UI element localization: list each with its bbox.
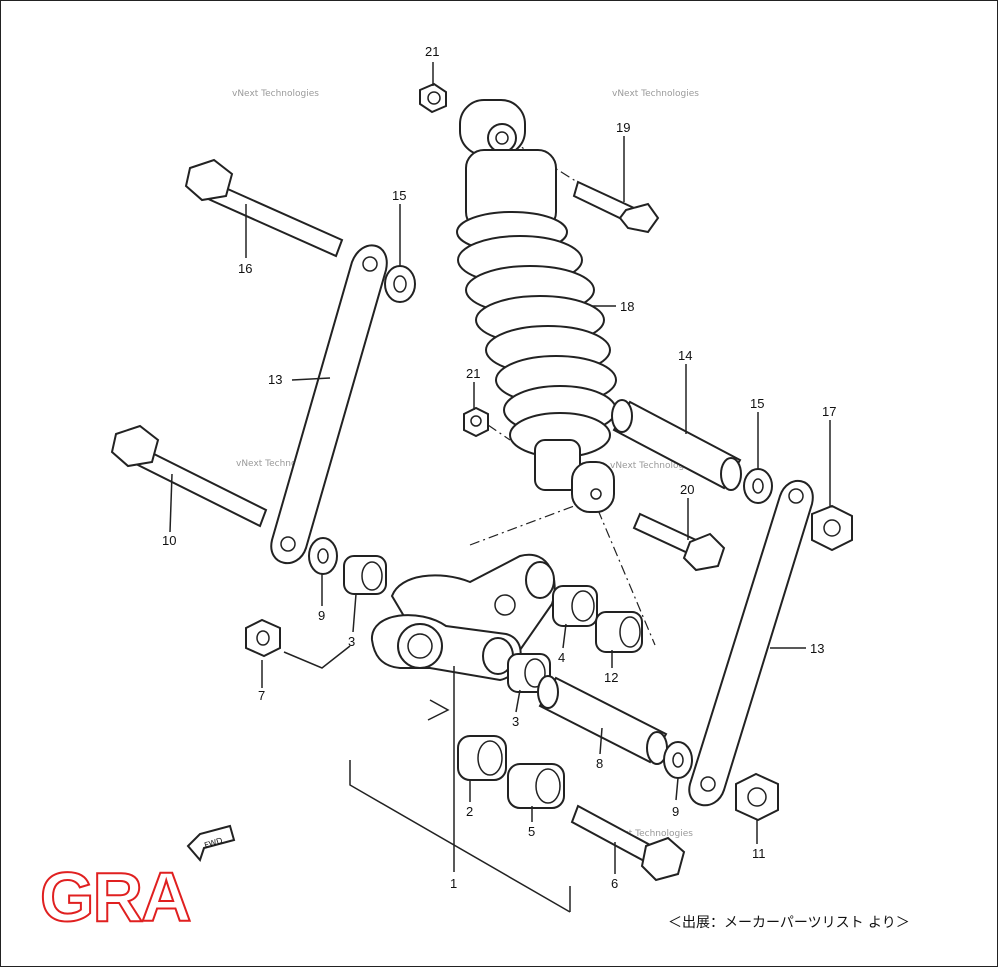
watermark: vNext Technologies (236, 459, 323, 469)
collar-14 (611, 399, 742, 491)
bearing-3-upper (343, 555, 387, 595)
nut-21-top (419, 82, 447, 114)
watermark: vNext Technologies (610, 461, 697, 471)
callout-6: 6 (611, 876, 618, 891)
callout-15: 15 (392, 188, 406, 203)
link-rod-13-right (688, 479, 814, 807)
nut-11 (735, 772, 779, 822)
watermark: vNext Technologies (232, 89, 319, 99)
callout-21: 21 (425, 44, 439, 59)
callout-20: 20 (680, 482, 694, 497)
washer-9-upper (308, 537, 338, 575)
callout-11: 11 (752, 846, 766, 861)
watermarks: vNext Technologies vNext Technologies vN… (232, 89, 699, 839)
fwd-arrow: FWD (186, 824, 236, 862)
callout-17: 17 (822, 404, 836, 419)
bolt-10 (110, 424, 268, 528)
nut-21-mid (463, 406, 489, 438)
washer-15-upper (384, 265, 416, 303)
nut-17 (811, 504, 853, 552)
shock-absorber-18 (456, 99, 617, 513)
nut-7 (245, 618, 281, 658)
callout-10: 10 (162, 533, 176, 548)
callout-12: 12 (604, 670, 618, 685)
callout-15: 15 (750, 396, 764, 411)
leader-lines (169, 62, 831, 874)
watermark: vNext Technologies (612, 89, 699, 99)
callout-5: 5 (528, 824, 535, 839)
link-rod-13-left (270, 244, 388, 565)
callout-7: 7 (258, 688, 265, 703)
callout-21: 21 (466, 366, 480, 381)
callout-19: 19 (616, 120, 630, 135)
callout-13: 13 (810, 641, 824, 656)
bolt-19 (572, 180, 660, 234)
collar-8 (537, 675, 668, 765)
gra-logo: GRA (39, 858, 193, 936)
washer-15-lower (743, 468, 773, 504)
cushion-lever-1 (370, 553, 556, 682)
callout-4: 4 (558, 650, 565, 665)
callout-18: 18 (620, 299, 634, 314)
bolt-16 (184, 158, 344, 258)
callout-3: 3 (348, 634, 355, 649)
callout-3: 3 (512, 714, 519, 729)
callout-1: 1 (450, 876, 457, 891)
watermark: vNext Technologies (606, 829, 693, 839)
callout-9: 9 (672, 804, 679, 819)
callout-16: 16 (238, 261, 252, 276)
spacer-5 (507, 763, 565, 809)
part-1-bracket (349, 666, 571, 913)
source-note: ＜出展：メーカーパーツリスト より＞ (668, 915, 910, 931)
callout-13: 13 (268, 372, 282, 387)
bolt-20 (632, 512, 726, 572)
callout-2: 2 (466, 804, 473, 819)
bolt-6 (570, 804, 686, 882)
callout-numbers: 21 19 15 16 18 13 21 14 15 17 10 20 9 3 … (162, 44, 836, 891)
bearing-4 (552, 585, 598, 627)
callout-14: 14 (678, 348, 692, 363)
spacer-12 (595, 611, 643, 653)
washer-9-lower (663, 741, 693, 779)
bearing-2 (457, 735, 507, 781)
callout-9: 9 (318, 608, 325, 623)
callout-8: 8 (596, 756, 603, 771)
